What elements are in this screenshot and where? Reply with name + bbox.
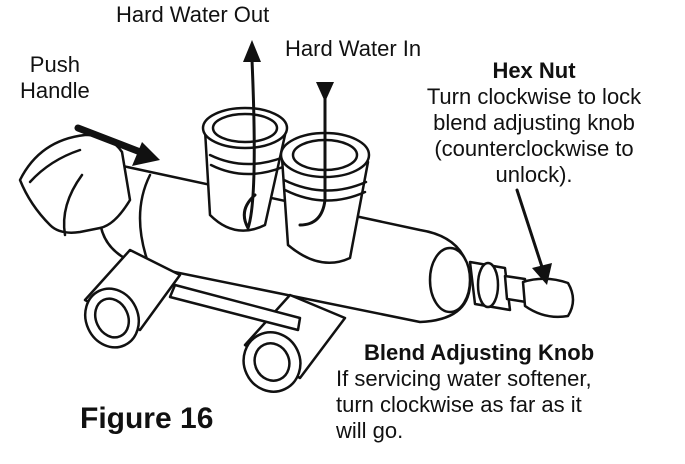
out-arrow-head: [243, 40, 261, 62]
figure-caption: Figure 16: [80, 402, 214, 435]
hex-nut-callout: Hex Nut Turn clockwise to lock blend adj…: [394, 58, 674, 188]
push-handle-label: Push Handle: [20, 52, 90, 103]
port-hard-water-out: [203, 128, 287, 232]
hex-arrow-head: [532, 263, 552, 285]
in-arrow-head: [316, 82, 334, 102]
port-hard-water-in: [280, 156, 370, 265]
hard-water-in-label: Hard Water In: [285, 36, 422, 61]
push-arrow-head: [132, 142, 160, 166]
hex-nut-title: Hex Nut: [492, 58, 576, 83]
blend-knob-title: Blend Adjusting Knob: [364, 340, 595, 365]
blend-knob-callout: If servicing water softener, turn clockw…: [336, 366, 592, 443]
blend-adjusting-knob: [521, 277, 575, 319]
hard-water-out-label: Hard Water Out: [116, 2, 270, 27]
